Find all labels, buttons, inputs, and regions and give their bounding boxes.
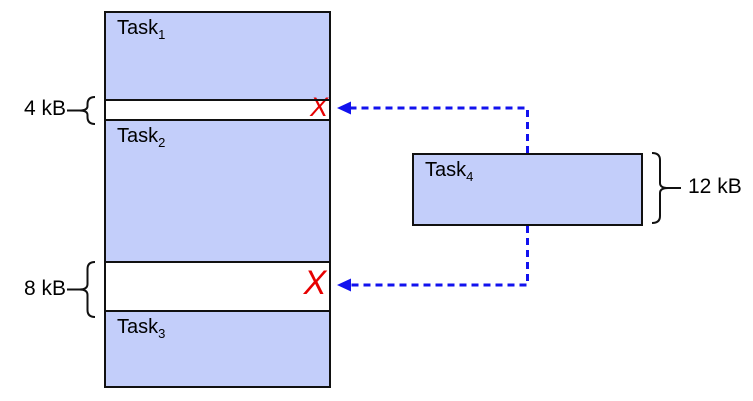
no-fit-x-mark-8kb: X bbox=[303, 264, 327, 302]
task2-label: Task2 bbox=[105, 120, 166, 150]
brace-12kb-curve bbox=[651, 152, 669, 224]
task4-label-text: Task bbox=[425, 159, 467, 181]
dashed-arrow-to-4kb-gap-icon bbox=[337, 101, 529, 153]
dashed-arrow-to-4kb-gap-head bbox=[337, 101, 351, 115]
dashed-arrow-to-8kb-gap-icon bbox=[337, 226, 529, 292]
size-label-12kb: 12 kB bbox=[688, 175, 742, 198]
task2-block: Task2 bbox=[105, 120, 330, 262]
task1-label-text: Task bbox=[117, 17, 159, 39]
task4-label: Task4 bbox=[413, 154, 474, 184]
free-gap-8kb bbox=[105, 262, 330, 311]
task3-block: Task3 bbox=[105, 311, 330, 387]
task1-label-subscript: 1 bbox=[158, 27, 166, 42]
dashed-arrow-to-4kb-gap-line bbox=[349, 106, 529, 153]
brace-8kb-curve bbox=[79, 261, 96, 318]
no-fit-x-mark-4kb: X bbox=[309, 92, 328, 122]
task2-label-text: Task bbox=[117, 125, 159, 147]
task3-label: Task3 bbox=[105, 311, 166, 341]
brace-4kb bbox=[67, 96, 96, 125]
brace-4kb-curve bbox=[79, 96, 96, 125]
task4-label-subscript: 4 bbox=[466, 169, 474, 184]
free-gap-4kb bbox=[105, 100, 330, 120]
size-label-8kb: 8 kB bbox=[23, 277, 66, 300]
brace-8kb bbox=[67, 261, 96, 318]
task1-label: Task1 bbox=[105, 12, 166, 42]
task2-label-subscript: 2 bbox=[158, 135, 166, 150]
dashed-arrow-to-8kb-gap-head bbox=[337, 278, 351, 292]
size-label-4kb: 4 kB bbox=[23, 97, 66, 120]
task4-block: Task4 bbox=[413, 154, 642, 225]
dashed-arrow-to-8kb-gap-line bbox=[349, 226, 529, 287]
task3-label-subscript: 3 bbox=[158, 326, 166, 341]
task1-block: Task1 bbox=[105, 12, 330, 100]
brace-12kb bbox=[651, 152, 681, 224]
task3-label-text: Task bbox=[117, 316, 159, 338]
